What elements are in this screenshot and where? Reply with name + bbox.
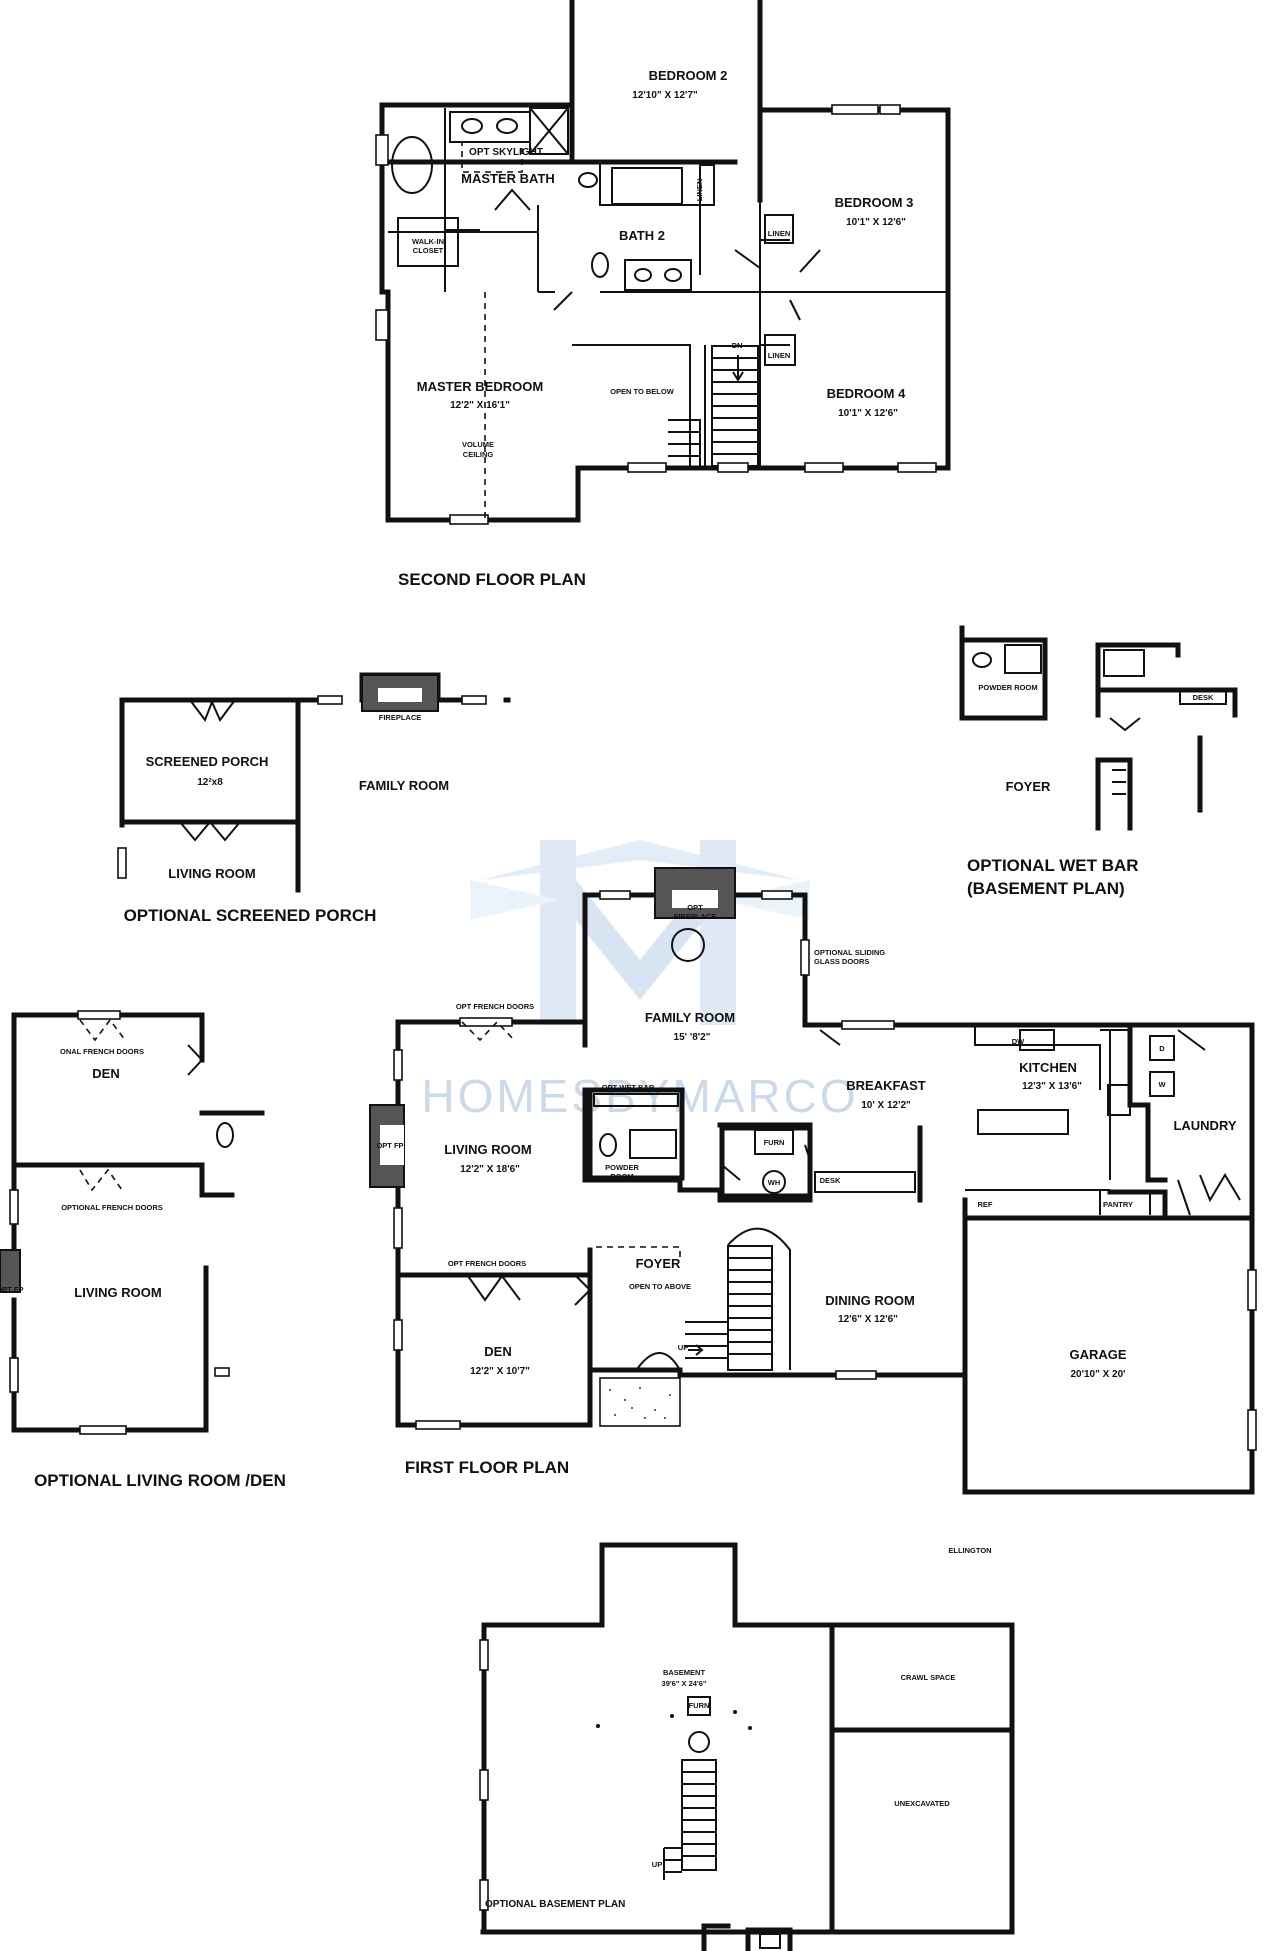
master-bedroom-dims: 12'2" X 16'1" — [450, 400, 510, 411]
screened-porch-title: OPTIONAL SCREENED PORCH — [124, 906, 377, 925]
ff-garage-dims: 20'10" X 20' — [1070, 1369, 1125, 1380]
ff-garage-label: GARAGE — [1069, 1347, 1126, 1362]
ff-family-room-label: FAMILY ROOM — [645, 1010, 735, 1025]
watermark-text: HOMESBYMARCO — [421, 1070, 858, 1122]
ff-ref-label: REF — [978, 1200, 993, 1209]
ff-wh-label: WH — [768, 1178, 781, 1187]
open-to-below-label: OPEN TO BELOW — [610, 387, 675, 396]
wet-bar-plan: POWDER ROOM DESK FOYER OPTIONAL WET BAR … — [959, 625, 1238, 898]
basement-dims: 39'6" X 24'6" — [662, 1679, 707, 1688]
wetbar-title-1: OPTIONAL WET BAR — [967, 856, 1139, 875]
ff-opt-label: OPT — [687, 903, 703, 912]
bedroom4-dims: 10'1" X 12'6" — [838, 408, 898, 419]
basement-label: BASEMENT — [663, 1668, 706, 1677]
dn-label: DN — [732, 341, 743, 350]
ff-breakfast-label: BREAKFAST — [846, 1078, 926, 1093]
crawl-space-label: CRAWL SPACE — [901, 1673, 956, 1682]
watermark-logo — [470, 840, 810, 1025]
opt-living-room-label: LIVING ROOM — [74, 1285, 161, 1300]
master-bedroom-label: MASTER BEDROOM — [417, 379, 543, 394]
master-bath-label: MASTER BATH — [461, 171, 555, 186]
ff-dryer-label: D — [1159, 1044, 1165, 1053]
ff-opt-wet-bar-label: OPT WET BAR — [602, 1083, 655, 1092]
ff-dw-label: DW — [1012, 1037, 1025, 1046]
ff-room-label: ROOM — [610, 1172, 633, 1181]
opt-den-french-doors-top: ONAL FRENCH DOORS — [60, 1047, 144, 1056]
first-floor-plan: OPT FIREPLACE OPTIONAL SLIDING GLASS DOO… — [369, 867, 1257, 1495]
ff-den-dims: 12'2" X 10'7" — [470, 1366, 530, 1377]
ff-open-to-above-label: OPEN TO ABOVE — [629, 1282, 691, 1291]
optional-sliding-label-1: OPTIONAL SLIDING — [814, 948, 885, 957]
ff-breakfast-dims: 10' X 12'2" — [861, 1100, 911, 1111]
walk-in-label: WALK-IN — [412, 237, 444, 246]
closet-label: CLOSET — [413, 246, 444, 255]
ff-washer-label: W — [1158, 1080, 1166, 1089]
screened-porch-label: SCREENED PORCH — [146, 754, 269, 769]
ff-foyer-label: FOYER — [636, 1256, 681, 1271]
wetbar-powder-room-label: POWDER ROOM — [978, 683, 1037, 692]
ff-kitchen-dims: 12'3" X 13'6" — [1022, 1081, 1082, 1092]
ff-den-label: DEN — [484, 1344, 511, 1359]
linen-label-3: LINEN — [768, 351, 791, 360]
ff-dining-room-label: DINING ROOM — [825, 1293, 915, 1308]
bedroom3-label: BEDROOM 3 — [835, 195, 914, 210]
ff-kitchen-label: KITCHEN — [1019, 1060, 1077, 1075]
linen-label-1: LINEN — [695, 179, 704, 202]
ff-furn-label: FURN — [764, 1138, 785, 1147]
linen-label-2: LINEN — [768, 229, 791, 238]
wetbar-foyer-label: FOYER — [1006, 779, 1051, 794]
second-floor-plan: BEDROOM 2 12'10" X 12'7" OPT SKYLIGHT MA… — [375, 0, 951, 589]
opt-living-den-title: OPTIONAL LIVING ROOM /DEN — [34, 1471, 286, 1490]
bedroom2-label: BEDROOM 2 — [649, 68, 728, 83]
ff-den-french-doors-label: OPT FRENCH DOORS — [448, 1259, 526, 1268]
bath2-label: BATH 2 — [619, 228, 665, 243]
basement-up-label: UP — [652, 1860, 662, 1869]
ff-family-room-dims: 15' '8'2" — [674, 1032, 711, 1043]
ff-up-label: UP — [678, 1343, 688, 1352]
bedroom2-dims: 12'10" X 12'7" — [632, 90, 698, 101]
ff-opt-fp-label: OPT FP — [376, 1141, 403, 1150]
ff-dining-room-dims: 12'6" X 12'6" — [838, 1314, 898, 1325]
skylight-label: OPT SKYLIGHT — [469, 147, 543, 158]
first-floor-title: FIRST FLOOR PLAN — [405, 1458, 569, 1477]
stairs-second — [668, 345, 759, 468]
basement-furn-label: FURN — [689, 1701, 710, 1710]
basement-title: OPTIONAL BASEMENT PLAN — [485, 1899, 625, 1910]
porch-living-room-label: LIVING ROOM — [168, 866, 255, 881]
ff-powder-label: POWDER — [605, 1163, 639, 1172]
bedroom4-label: BEDROOM 4 — [827, 386, 907, 401]
ff-opt-french-doors-label: OPT FRENCH DOORS — [456, 1002, 534, 1011]
ff-laundry-label: LAUNDRY — [1173, 1118, 1236, 1133]
wetbar-title-2: (BASEMENT PLAN) — [967, 879, 1125, 898]
ff-pantry-label: PANTRY — [1103, 1200, 1133, 1209]
opt-den-label: DEN — [92, 1066, 119, 1081]
bedroom3-dims: 10'1" X 12'6" — [846, 217, 906, 228]
ff-desk-label: DESK — [820, 1176, 841, 1185]
volume-label: VOLUME — [462, 440, 494, 449]
wetbar-desk-label: DESK — [1193, 693, 1214, 702]
second-floor-title: SECOND FLOOR PLAN — [398, 570, 586, 589]
opt-french-doors-mid: OPTIONAL FRENCH DOORS — [61, 1203, 163, 1212]
opt-living-fp-label: OPT FP — [0, 1285, 24, 1294]
porch-family-room-label: FAMILY ROOM — [359, 778, 449, 793]
ff-living-room-dims: 12'2" X 18'6" — [460, 1164, 520, 1175]
screened-porch-dims: 12²x8 — [197, 777, 223, 788]
ff-fireplace-label: FIREPLACE — [674, 912, 717, 921]
ceiling-label: CEILING — [463, 450, 494, 459]
ff-living-room-label: LIVING ROOM — [444, 1142, 531, 1157]
model-name: ELLINGTON — [948, 1546, 991, 1555]
porch-fireplace-label: FIREPLACE — [379, 713, 422, 722]
screened-porch-plan: FIREPLACE SCREENED PORCH 12²x8 FAMILY RO… — [117, 672, 511, 925]
optional-sliding-label-2: GLASS DOORS — [814, 957, 869, 966]
stairs-first — [685, 1227, 791, 1371]
unexcavated-label: UNEXCAVATED — [894, 1799, 950, 1808]
optional-living-den-plan: ONAL FRENCH DOORS DEN OPTIONAL FRENCH DO… — [0, 1010, 286, 1490]
basement-plan: BASEMENT 39'6" X 24'6" FURN CRAWL SPACE … — [479, 1542, 1015, 1951]
